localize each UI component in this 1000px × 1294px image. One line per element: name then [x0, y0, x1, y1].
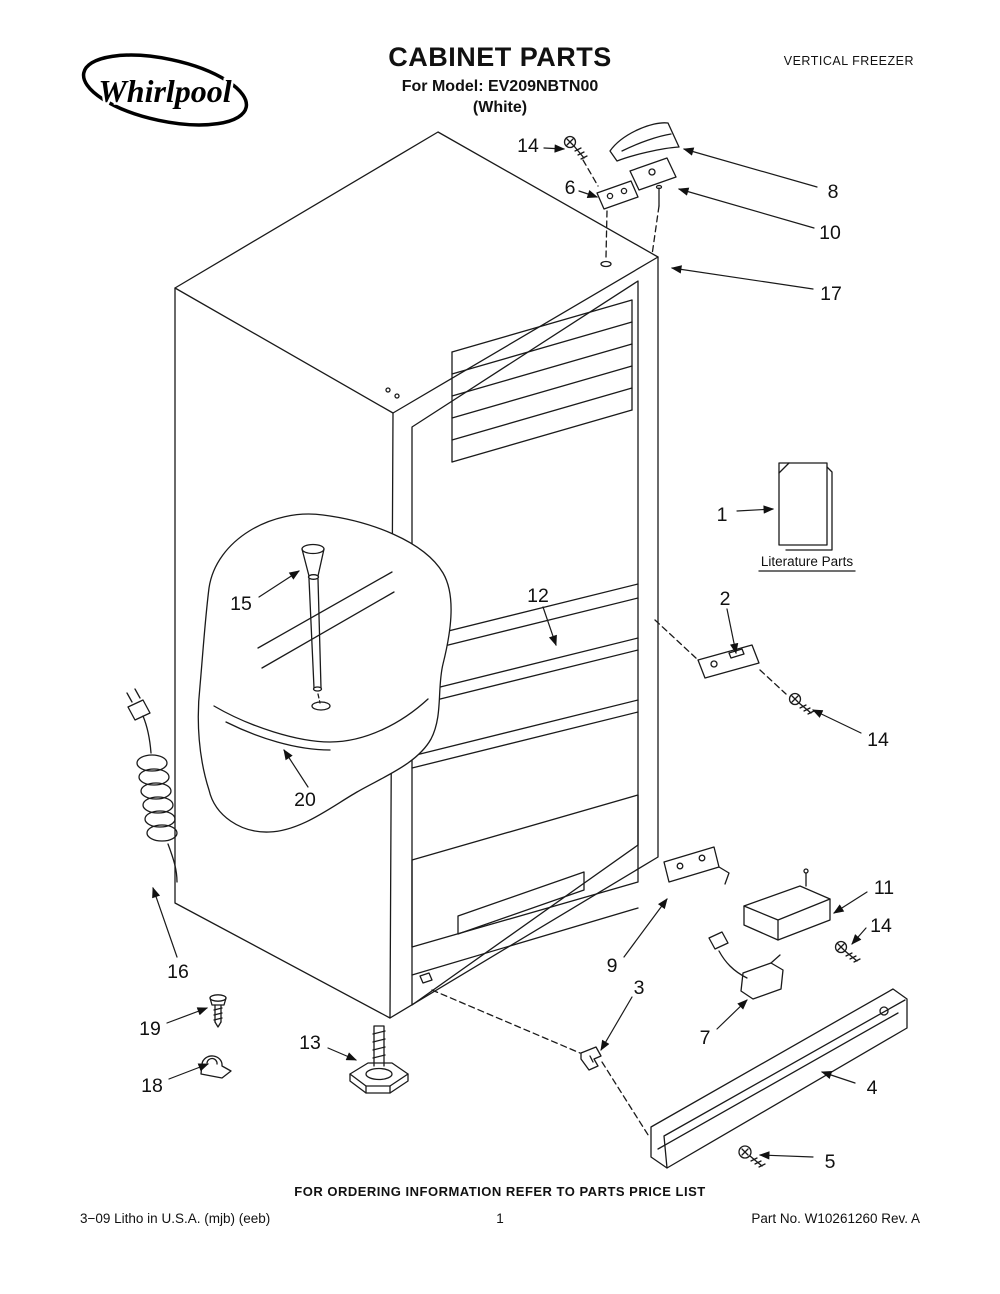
- plate-6: [596, 180, 639, 210]
- callout-20: 20: [294, 789, 316, 811]
- power-cord-16: [126, 688, 178, 883]
- callout-14-top: 14: [517, 135, 539, 157]
- part-number-line: Part No. W10261260 Rev. A: [751, 1211, 920, 1226]
- logo-wordmark: Whirlpool: [98, 73, 231, 109]
- alignment-dashed-lines: [431, 159, 787, 1139]
- callout-13: 13: [299, 1032, 321, 1054]
- thermostat-7: [708, 931, 784, 1000]
- callout-15: 15: [230, 593, 252, 615]
- bracket-2: [697, 644, 760, 679]
- literature-parts-label: Literature Parts: [761, 554, 854, 569]
- callout-14-lower: 14: [870, 915, 892, 937]
- callout-3: 3: [634, 977, 645, 999]
- model-line: For Model: EV209NBTN00: [401, 78, 599, 95]
- callout-18: 18: [141, 1075, 163, 1097]
- lower-compartment-panel: [411, 794, 639, 984]
- bracket-11: [743, 868, 831, 941]
- bracket-9: [663, 846, 730, 885]
- page-number: 1: [496, 1211, 504, 1226]
- whirlpool-logo: Whirlpool: [70, 32, 250, 142]
- page-title: CABINET PARTS: [388, 42, 612, 72]
- callout-12: 12: [527, 585, 549, 607]
- hinge-cover-8: [609, 122, 680, 162]
- hinge-10: [629, 157, 677, 207]
- clip-3: [580, 1046, 602, 1071]
- color-line: (White): [472, 99, 528, 116]
- liner-cutaway-20: [197, 513, 452, 833]
- footer-line: 1 3−09 Litho in U.S.A. (mjb) (eeb) Part …: [0, 1211, 1000, 1231]
- screw-14-top: [563, 135, 588, 160]
- literature-part-1: [778, 462, 833, 551]
- callout-16: 16: [167, 961, 189, 983]
- callout-19: 19: [139, 1018, 161, 1040]
- screw-19: [209, 994, 227, 1028]
- callout-labels: 14 6 8 10 17 1 2 15 12 14 20 11 14 9 16 …: [139, 135, 894, 1173]
- clamp-18: [200, 1055, 232, 1079]
- callout-5: 5: [825, 1151, 836, 1173]
- title-block: CABINET PARTS For Model: EV209NBTN00 (Wh…: [0, 42, 1000, 117]
- leader-lines: [152, 144, 868, 1160]
- callout-2: 2: [720, 588, 731, 610]
- ordering-note: FOR ORDERING INFORMATION REFER TO PARTS …: [294, 1184, 706, 1199]
- litho-line: 3−09 Litho in U.S.A. (mjb) (eeb): [80, 1211, 271, 1226]
- evaporator-shelves: [451, 299, 633, 463]
- callout-8: 8: [828, 181, 839, 203]
- drain-tube-15: [301, 543, 325, 704]
- logo-swoosh-icon: [81, 53, 249, 127]
- callout-6: 6: [565, 177, 576, 199]
- callout-11: 11: [874, 877, 894, 899]
- callout-14-right: 14: [867, 729, 889, 751]
- callout-4: 4: [867, 1077, 878, 1099]
- shelf-12-drawing: [411, 583, 639, 769]
- screw-5: [738, 1145, 766, 1168]
- screw-14-lower: [834, 940, 861, 963]
- grille-4: [650, 988, 908, 1169]
- callout-1: 1: [717, 504, 728, 526]
- callout-9: 9: [607, 955, 618, 977]
- leveling-leg-13: [349, 1025, 409, 1094]
- category-label: VERTICAL FREEZER: [783, 54, 914, 68]
- screw-14-right: [788, 692, 815, 715]
- callout-7: 7: [700, 1027, 711, 1049]
- callout-17: 17: [820, 283, 842, 305]
- callout-10: 10: [819, 222, 841, 244]
